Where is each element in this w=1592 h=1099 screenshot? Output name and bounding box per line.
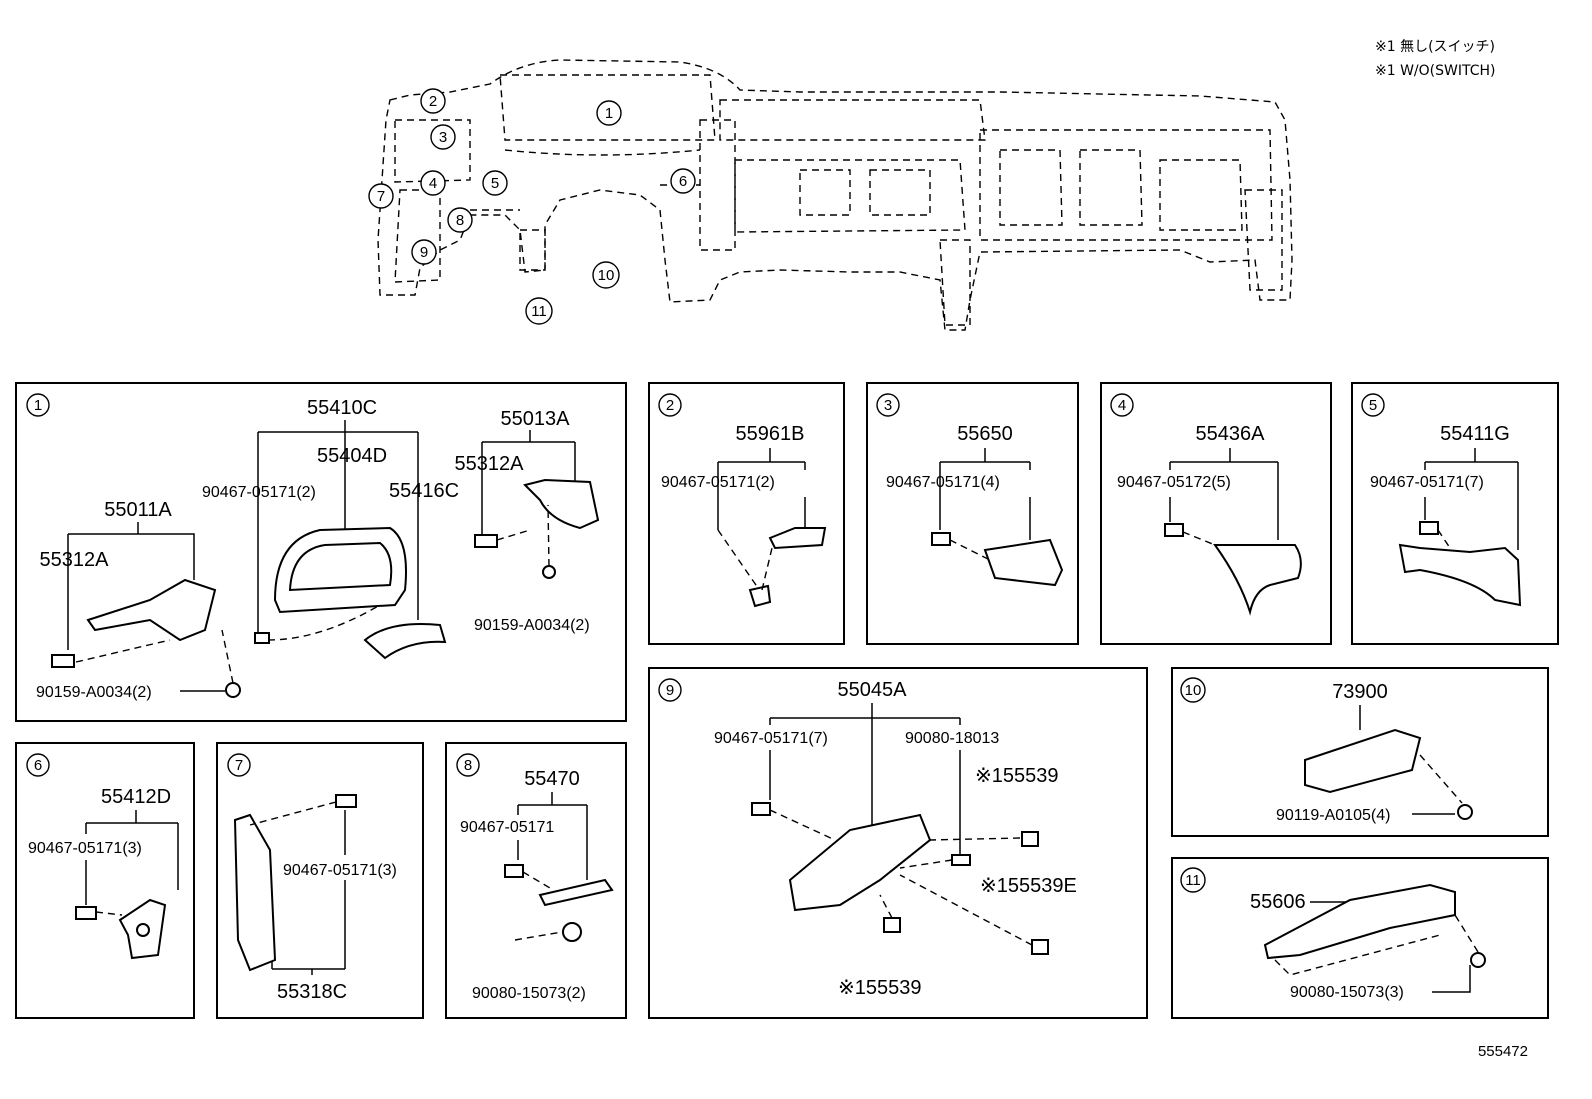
marker-11-label: 11 <box>531 303 547 320</box>
panel-1-index: 1 <box>34 397 42 414</box>
label-55011A: 55011A <box>104 499 172 521</box>
panel-2: 2 55961B 90467-05171(2) <box>648 382 845 645</box>
label-55606: 55606 <box>1250 891 1306 913</box>
label-55013A: 55013A <box>501 408 571 430</box>
marker-5 <box>482 170 508 196</box>
label-55411G: 55411G <box>1440 423 1510 445</box>
marker-2 <box>420 88 446 114</box>
panel-5-index: 5 <box>1369 397 1377 414</box>
panel-2-index: 2 <box>666 397 674 414</box>
label-90467-05171-7: 90467-05171(7) <box>1370 474 1484 491</box>
marker-8-label: 8 <box>456 212 464 229</box>
label-90467-05171-4: 90467-05171(4) <box>886 474 1000 491</box>
marker-3-label: 3 <box>439 129 447 146</box>
panel-6: 6 55412D 90467-05171(3) <box>15 742 195 1019</box>
marker-11 <box>525 297 553 325</box>
label-55318C: 55318C <box>277 981 347 1003</box>
label-55436A: 55436A <box>1196 423 1266 445</box>
panel-6-index: 6 <box>34 757 42 774</box>
label-55470: 55470 <box>524 768 580 790</box>
panel-4: 4 55436A 90467-05172(5) <box>1100 382 1332 645</box>
label-90119-A0105-4: 90119-A0105(4) <box>1276 807 1390 824</box>
label-55539-top: ※155539 <box>975 765 1059 787</box>
panel-8-index: 8 <box>464 757 472 774</box>
marker-6 <box>670 168 696 194</box>
panel-10: 10 73900 90119-A0105(4) <box>1171 667 1549 837</box>
marker-1 <box>596 100 622 126</box>
panel-3-index: 3 <box>884 397 892 414</box>
marker-1-label: 1 <box>605 105 613 122</box>
label-55410C: 55410C <box>307 397 377 419</box>
marker-10-label: 10 <box>598 267 615 284</box>
marker-4 <box>420 170 446 196</box>
panel-9-index: 9 <box>666 682 674 699</box>
panel-7: 7 90467-05171(3) 55318C <box>216 742 424 1019</box>
label-90080-15073-3: 90080-15073(3) <box>1290 984 1404 1001</box>
marker-9-label: 9 <box>420 244 428 261</box>
panel-5: 5 55411G 90467-05171(7) <box>1351 382 1559 645</box>
panel-8: 8 55470 90467-05171 90080-15073(2) <box>445 742 627 1019</box>
marker-4-label: 4 <box>429 175 437 192</box>
label-90467-05171-3-p7: 90467-05171(3) <box>283 862 397 879</box>
marker-7-label: 7 <box>377 188 385 205</box>
label-55539E: ※155539E <box>980 875 1077 897</box>
label-55312A-top: 55312A <box>455 453 525 475</box>
label-55312A: 55312A <box>40 549 110 571</box>
label-90080-15073-2: 90080-15073(2) <box>472 985 586 1002</box>
marker-3 <box>430 124 456 150</box>
panel-1: 1 55410C 55404D 55013A 55312A 90467-0517… <box>15 382 627 722</box>
label-55412D: 55412D <box>101 786 171 808</box>
panel-11: 11 55606 90080-15073(3) <box>1171 857 1549 1019</box>
marker-6-label: 6 <box>679 173 687 190</box>
dashboard-overview <box>377 59 1293 331</box>
panel-3: 3 55650 90467-05171(4) <box>866 382 1079 645</box>
marker-5-label: 5 <box>491 175 499 192</box>
label-55539-bottom: ※155539 <box>838 977 922 999</box>
panel-7-index: 7 <box>235 757 243 774</box>
label-55416C: 55416C <box>389 480 459 502</box>
panel-4-index: 4 <box>1118 397 1126 414</box>
label-90080-18013: 90080-18013 <box>905 730 999 747</box>
panel-11-index: 11 <box>1185 872 1201 889</box>
panel-9: 9 55045A 90467-05171(7) 90080-18013 ※155… <box>648 667 1148 1019</box>
figure-id: 555472 <box>1478 1043 1528 1060</box>
note-en: ※1 W/O(SWITCH) <box>1375 63 1495 79</box>
label-90467-05171-3: 90467-05171(3) <box>28 840 142 857</box>
marker-9 <box>411 239 437 265</box>
note-jp: ※1 無し(スイッチ) <box>1375 39 1495 55</box>
label-90159-A0034-left: 90159-A0034(2) <box>36 684 152 701</box>
label-90467-05172-5: 90467-05172(5) <box>1117 474 1231 491</box>
marker-2-label: 2 <box>429 93 437 110</box>
label-55650: 55650 <box>957 423 1013 445</box>
label-55404D: 55404D <box>317 445 387 467</box>
marker-8 <box>447 207 473 233</box>
label-55045A: 55045A <box>838 679 908 701</box>
marker-7 <box>368 183 394 209</box>
label-55961B: 55961B <box>736 423 805 445</box>
label-90159-A0034-right: 90159-A0034(2) <box>474 617 590 634</box>
label-90467-05171-7-p9: 90467-05171(7) <box>714 730 828 747</box>
label-90467-05171-p8: 90467-05171 <box>460 819 554 836</box>
marker-10 <box>592 261 620 289</box>
overview-markers: 1 2 3 4 5 6 7 8 9 10 11 <box>368 88 696 325</box>
panel-10-index: 10 <box>1185 682 1202 699</box>
label-90467-05171-2: 90467-05171(2) <box>202 484 316 501</box>
label-73900: 73900 <box>1332 681 1388 703</box>
